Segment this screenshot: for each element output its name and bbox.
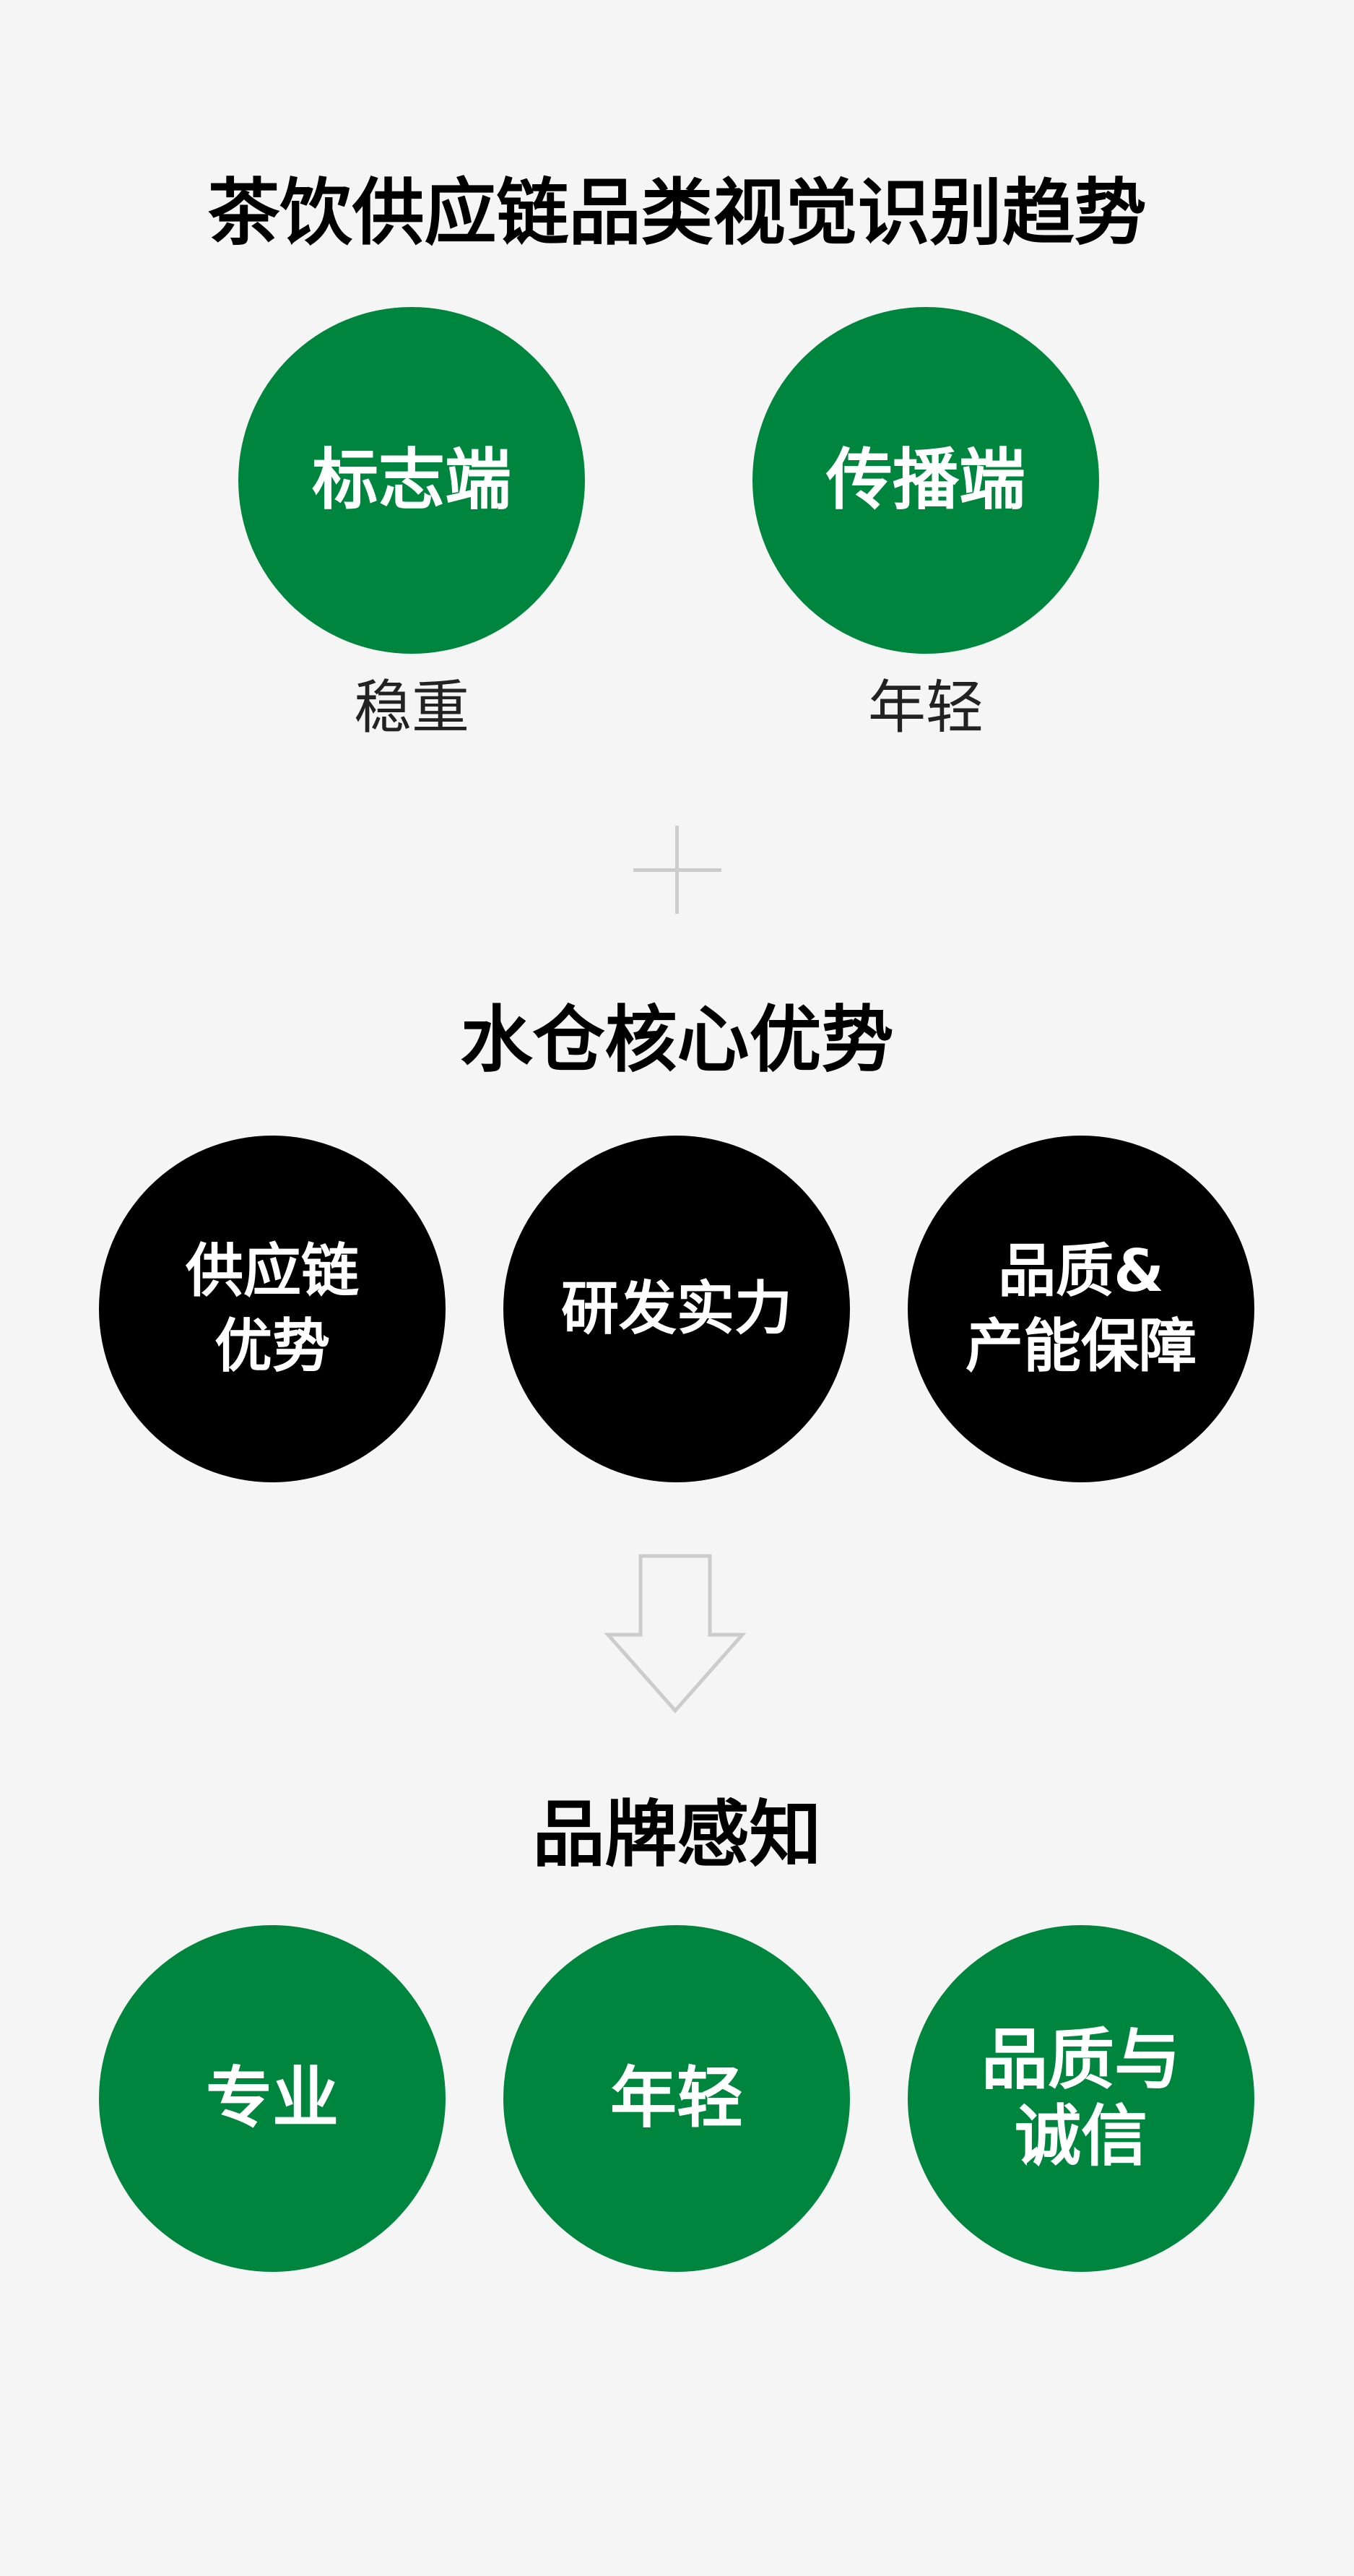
circle-professional: 专业 [99, 1925, 446, 2272]
circle-young: 年轻 [503, 1925, 850, 2272]
down-arrow-icon [604, 1554, 747, 1713]
circle-label: 研发实力 [561, 1275, 792, 1342]
circle-supply-chain: 供应链 优势 [99, 1136, 446, 1482]
section-title-brand-perception: 品牌感知 [532, 1792, 822, 1877]
circle-label: 品质与 诚信 [981, 2021, 1181, 2175]
section-title-trends: 茶饮供应链品类视觉识别趋势 [207, 170, 1147, 255]
circle-label: 标志端 [311, 441, 511, 519]
plus-icon [633, 826, 721, 914]
circle-label: 品质& 产能保障 [965, 1237, 1197, 1380]
circle-label: 供应链 优势 [186, 1237, 359, 1380]
section-title-advantages: 水仓核心优势 [460, 998, 894, 1082]
circle-logo-end: 标志端 [238, 307, 585, 654]
circle-rnd: 研发实力 [503, 1136, 850, 1482]
circle-quality-integrity: 品质与 诚信 [908, 1925, 1254, 2272]
circle-label: 年轻 [609, 2059, 743, 2138]
circle-caption: 年轻 [868, 674, 984, 741]
circle-communication-end: 传播端 [752, 307, 1099, 654]
circle-label: 传播端 [825, 441, 1025, 519]
circle-quality-capacity: 品质& 产能保障 [908, 1136, 1254, 1482]
circle-label: 专业 [205, 2059, 339, 2138]
circle-caption: 稳重 [354, 674, 469, 741]
